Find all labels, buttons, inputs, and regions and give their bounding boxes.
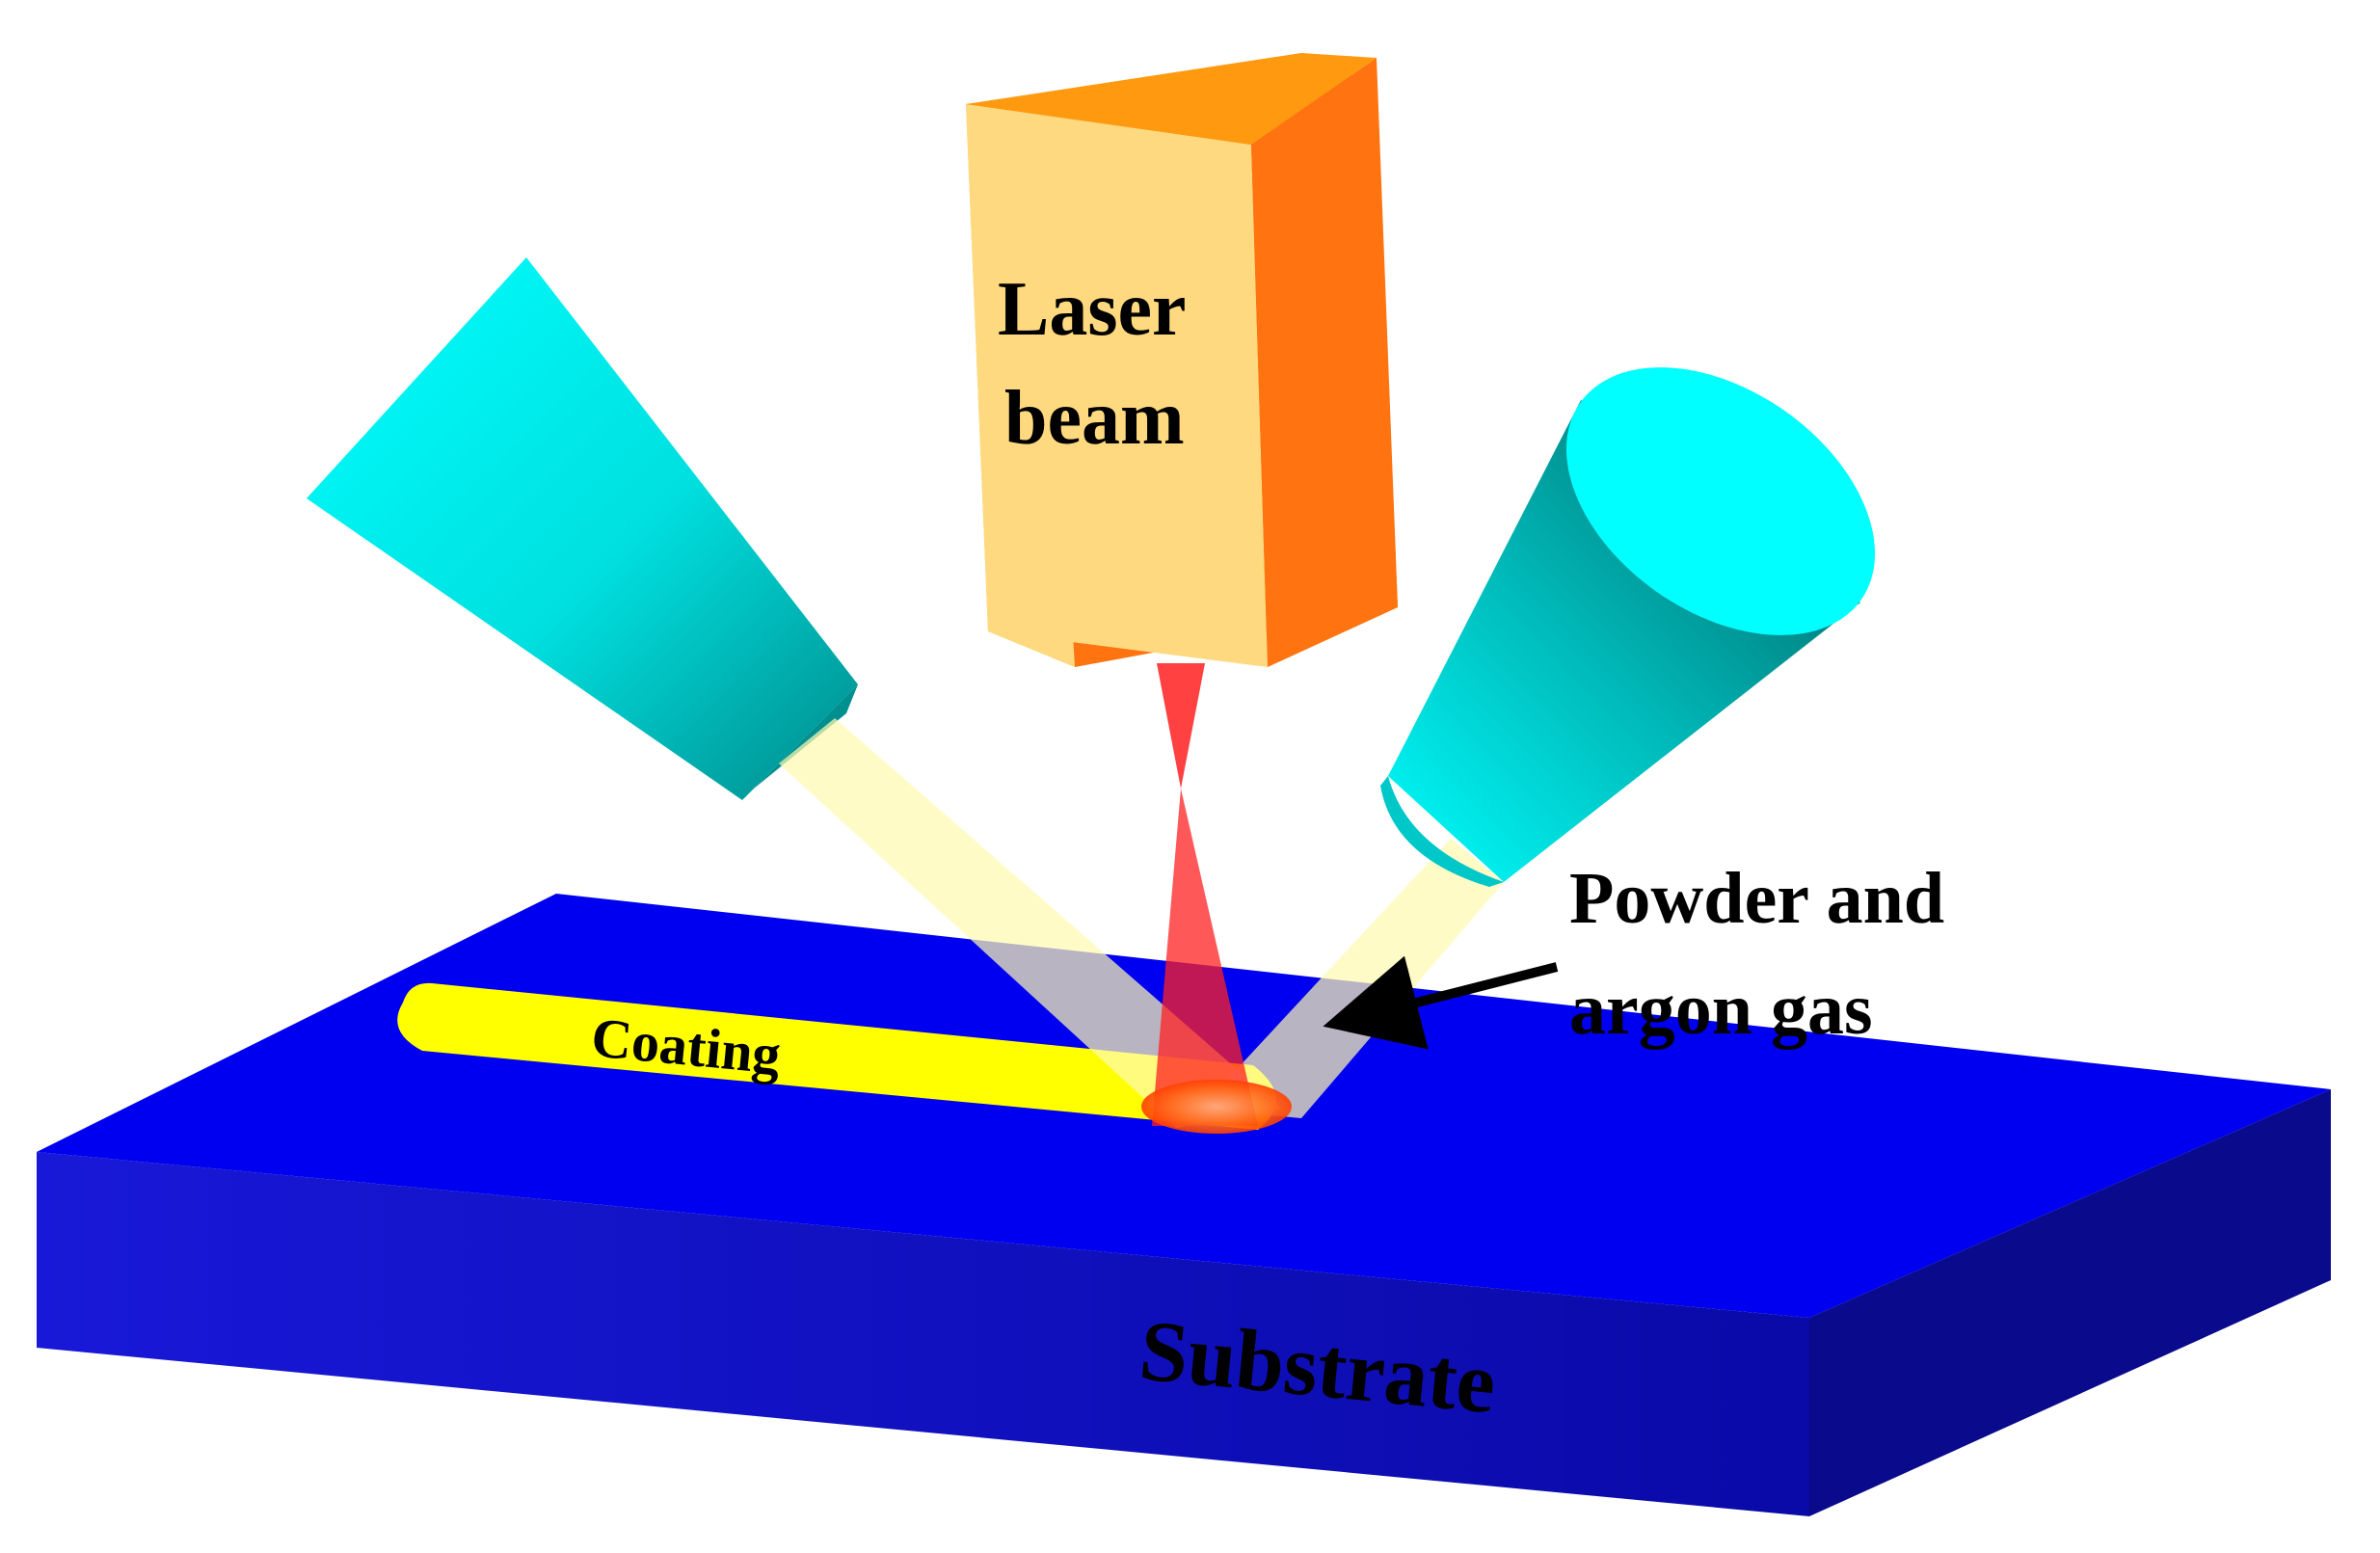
right-nozzle-opening	[1565, 367, 1876, 635]
laser-beam-label-line2: beam	[1004, 376, 1185, 461]
laser-beam-label-line1: Laser	[998, 267, 1187, 352]
powder-label-line2: argon gas	[1569, 969, 1873, 1050]
coating-track	[397, 982, 1276, 1130]
laser-beam-upper-cone	[1157, 663, 1205, 789]
laser-beam-lower-cone	[1152, 789, 1258, 1126]
right-nozzle-tip	[1380, 776, 1504, 887]
laser-beam	[1152, 663, 1258, 1126]
left-powder-stream	[779, 718, 1282, 1128]
left-nozzle-tip	[742, 684, 858, 800]
right-nozzle	[1380, 367, 1876, 887]
laser-head-right-face	[1251, 58, 1398, 667]
powder-arrow	[1323, 955, 1559, 1050]
substrate-front-face	[37, 1152, 1809, 1516]
substrate-side-face	[1809, 1089, 2331, 1516]
laser-head-top-face	[966, 53, 1377, 145]
left-nozzle-body	[307, 257, 858, 800]
left-nozzle	[307, 257, 858, 800]
laser-head-main-face	[966, 104, 1268, 667]
melt-pool	[1141, 1080, 1292, 1134]
powder-label-line1: Powder and	[1569, 858, 1944, 939]
